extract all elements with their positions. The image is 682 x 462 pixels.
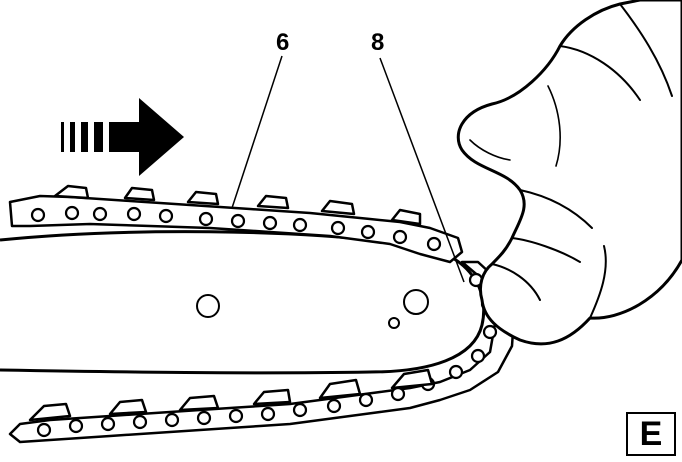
callout-label-8: 8 <box>371 29 385 56</box>
bar-hole-left <box>196 294 220 318</box>
bar-hole-small <box>388 317 400 329</box>
guide-bar <box>0 230 486 375</box>
bar-hole-right <box>403 289 429 315</box>
gloved-hand-icon <box>456 0 682 346</box>
leader-line-8 <box>379 57 465 283</box>
callout-label-6: 6 <box>276 29 290 56</box>
leader-line-6 <box>231 55 283 209</box>
arrow-right-icon <box>61 98 184 176</box>
saw-chain-upper <box>8 184 464 264</box>
saw-chain-lower <box>8 260 516 444</box>
figure-letter-badge: E <box>626 412 676 456</box>
